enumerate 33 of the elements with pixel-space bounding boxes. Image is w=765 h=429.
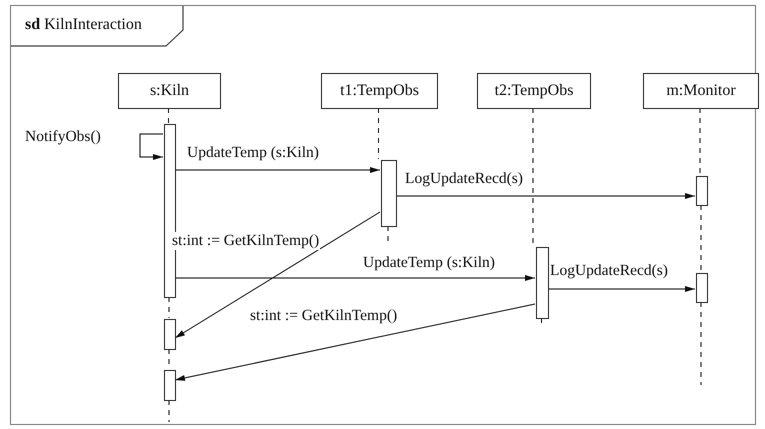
activation-bar	[696, 176, 708, 206]
message-label: st:int := GetKilnTemp()	[171, 232, 320, 250]
message-arrow	[174, 212, 380, 338]
message-arrow	[140, 134, 164, 160]
activation-bar	[164, 319, 176, 350]
message-arrow	[174, 167, 380, 173]
message-arrow	[548, 286, 696, 292]
lifeline	[700, 204, 702, 272]
lifeline	[541, 318, 542, 324]
message-label: UpdateTemp (s:Kiln)	[362, 254, 496, 272]
activation-bar	[164, 370, 176, 401]
message-arrow	[396, 193, 696, 199]
lifeline-head: t2:TempObs	[477, 73, 591, 109]
lifeline	[700, 302, 702, 386]
activation-bar	[536, 247, 549, 319]
activation-bar	[381, 160, 397, 227]
lifeline	[168, 296, 170, 318]
message-arrow	[174, 304, 536, 381]
message-label: NotifyObs()	[24, 128, 102, 146]
interaction-frame	[10, 5, 756, 425]
lifeline-head: s:Kiln	[118, 73, 221, 109]
message-label: LogUpdateRecd(s)	[404, 170, 524, 188]
lifeline-head: m:Monitor	[643, 73, 759, 109]
message-label: st:int := GetKilnTemp()	[249, 307, 398, 325]
message-arrow	[174, 275, 536, 281]
lifeline	[378, 108, 379, 160]
lifeline	[168, 400, 170, 422]
lifeline	[168, 108, 169, 124]
activation-bar	[696, 273, 708, 303]
message-label: UpdateTemp (s:Kiln)	[186, 144, 320, 162]
message-label: LogUpdateRecd(s)	[549, 262, 669, 280]
frame-title: sd KilnInteraction	[25, 16, 142, 34]
lifeline-head: t1:TempObs	[321, 73, 438, 109]
